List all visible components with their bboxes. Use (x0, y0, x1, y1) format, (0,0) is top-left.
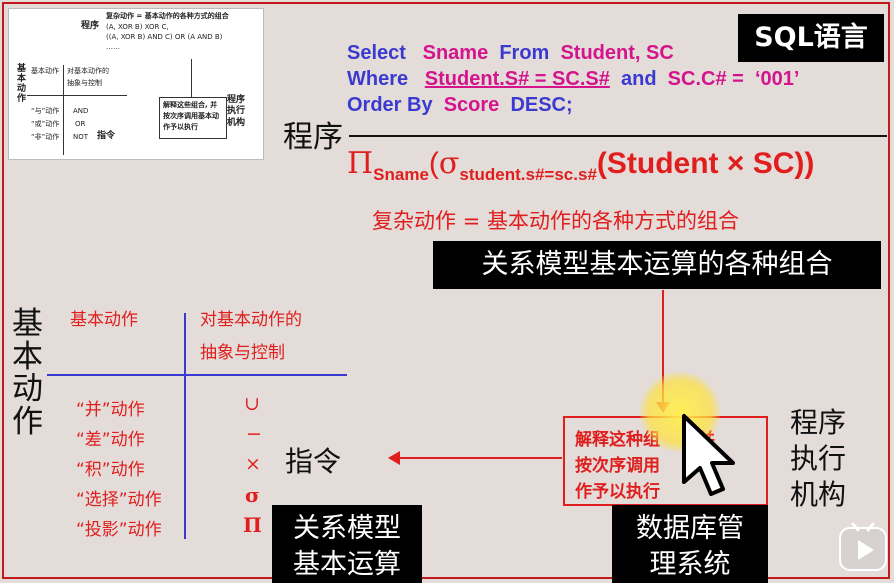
pointer-cursor-icon (682, 414, 735, 496)
instruction-label: 指令 (285, 445, 342, 478)
sql-desc-keyword: DESC (510, 94, 567, 116)
interpret-line-2a: 按次序调用 (575, 456, 660, 476)
thumb-interpret2: 按次序调用基本动 (163, 112, 219, 120)
sql-from-keyword: From (499, 42, 550, 64)
sql-select-field: Sname (422, 42, 489, 64)
sql-from-tables: Student, SC (560, 42, 674, 64)
relational-model-box: 关系模型 基本运算 (272, 505, 422, 583)
table-head-right-1: 对基本动作的 (200, 310, 302, 330)
table-vertical-divider (184, 313, 186, 539)
table-row-name: “积”动作 (76, 460, 145, 480)
pi-subscript: Sname (373, 165, 429, 184)
relational-box-line: 关系模型 (293, 513, 401, 544)
arrow-left-head (388, 451, 400, 465)
dbms-box-line: 理系统 (649, 549, 731, 580)
exec-mechanism-line: 机构 (790, 477, 847, 511)
open-paren: ( (428, 147, 439, 180)
exec-mechanism-label: 程序 执行 机构 (790, 405, 846, 512)
sql-and-keyword: and (620, 68, 657, 90)
table-row-name: “选择”动作 (76, 490, 162, 510)
union-symbol: ∪ (244, 393, 260, 415)
thumb-combo-line1: 复杂动作 = 基本动作的各种方式的组合 (106, 12, 229, 20)
thumb-op1: “与”动作 (31, 107, 60, 115)
projection-symbol: Π (243, 513, 262, 537)
difference-symbol: − (246, 423, 262, 445)
product-symbol: × (245, 453, 261, 475)
thumb-basic-label: 基本动作 (31, 67, 59, 75)
arrow-down-line (662, 290, 664, 405)
dbms-box-line: 数据库管 (636, 513, 744, 544)
thumb-combo-line4: …… (106, 43, 120, 51)
thumb-side-vertical: 基本动作 (17, 64, 27, 104)
program-label: 程序 (283, 120, 343, 155)
sql-course-condition: SC.C# = (667, 68, 744, 90)
thumb-program-label: 程序 (81, 21, 100, 31)
thumb-combo-line2: (A, XOR B) XOR C, (106, 23, 169, 31)
thumb-op2: “或”动作 (31, 120, 60, 128)
interpret-line-3: 作予以执行 (575, 482, 660, 502)
slide-thumbnail: 程序 复杂动作 = 基本动作的各种方式的组合 (A, XOR B) XOR C,… (8, 8, 264, 160)
thumb-op3: “非”动作 (31, 133, 60, 141)
sql-orderby-field: Score (443, 94, 500, 116)
exec-mechanism-line: 程序 (790, 406, 847, 439)
sigma-subscript: student.s#=sc.s# (459, 165, 597, 184)
program-divider (349, 135, 887, 137)
table-row-name: “投影”动作 (76, 520, 162, 540)
thumb-abstract-label2: 抽象与控制 (67, 79, 102, 87)
sql-select-keyword: Select (347, 42, 406, 64)
arrow-left-line (398, 457, 562, 459)
thumb-instruction: 指令 (97, 131, 116, 141)
algebra-body: (Student × SC)) (596, 147, 815, 180)
table-row-name: “并”动作 (76, 400, 145, 420)
complex-action-text: 复杂动作 = 基本动作的各种方式的组合 (372, 209, 739, 233)
relational-combo-box: 关系模型基本运算的各种组合 (433, 241, 881, 289)
thumb-combo-line3: ((A, XOR B) AND C) OR (A AND B) (106, 33, 223, 41)
sql-semicolon: ; (566, 94, 573, 116)
sigma-symbol: σ (438, 146, 460, 181)
interpret-line-1a: 解释这种组 (575, 430, 660, 450)
exec-mechanism-line: 执行 (790, 441, 847, 475)
basic-action-vertical-label: 基本动作 (12, 306, 43, 440)
sql-where-keyword: Where (347, 68, 409, 90)
thumb-not: NOT (73, 133, 89, 141)
table-horizontal-divider (47, 374, 347, 376)
sql-join-condition: Student.S# = SC.S# (424, 68, 610, 90)
table-row-name: “差”动作 (76, 430, 145, 450)
table-head-left: 基本动作 (70, 310, 138, 330)
sql-course-value: ‘001’ (754, 68, 800, 90)
sql-line-3: Order By Score DESC; (347, 94, 573, 117)
thumb-interpret1: 解释这些组合, 并 (163, 101, 218, 109)
sql-orderby-keyword: Order By (347, 94, 433, 116)
thumb-and: AND (73, 107, 89, 115)
sql-line-1: Select Sname From Student, SC (347, 42, 674, 65)
thumb-interpret3: 作予以执行 (163, 123, 198, 131)
dbms-box: 数据库管 理系统 (612, 505, 768, 583)
relational-box-line: 基本运算 (293, 549, 401, 580)
pi-symbol: Π (347, 146, 374, 181)
thumb-abstract-label: 对基本动作的 (67, 67, 109, 75)
relational-algebra-expression: ΠSname(σstudent.s#=sc.s#(Student × SC)) (347, 146, 814, 185)
bilibili-tv-icon[interactable] (838, 520, 888, 574)
table-head-right-2: 抽象与控制 (200, 343, 285, 363)
thumb-exec-label: 程序执行机构 (227, 95, 246, 128)
sql-line-2: Where Student.S# = SC.S# and SC.C# = ‘00… (347, 68, 799, 91)
sql-language-box: SQL语言 (738, 14, 884, 62)
selection-symbol: σ (245, 483, 260, 507)
thumb-or: OR (75, 120, 86, 128)
